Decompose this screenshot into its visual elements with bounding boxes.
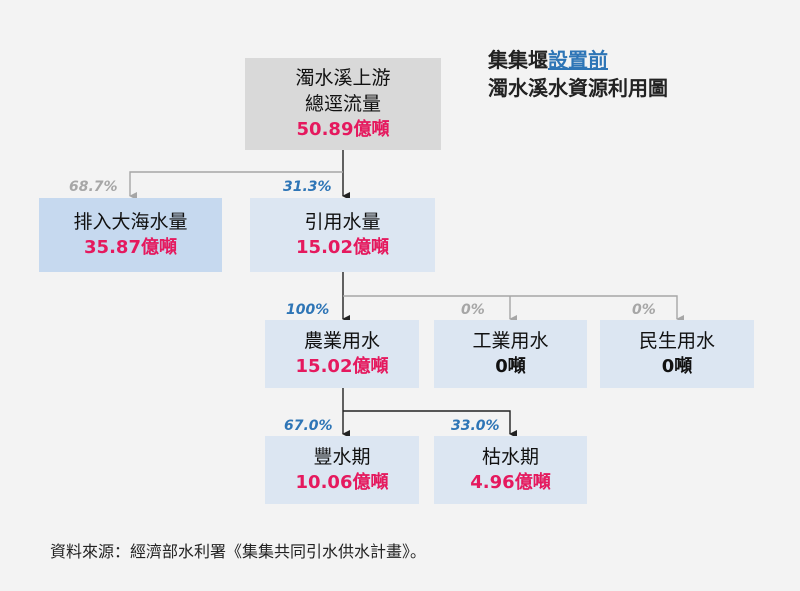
node-industry: 工業用水 0噸	[434, 320, 587, 388]
arrow-root-to-discharge	[129, 171, 343, 200]
intake-name: 引用水量	[304, 211, 381, 233]
agriculture-name: 農業用水	[303, 330, 380, 352]
title-highlight: 設置前	[548, 48, 608, 72]
arrow-intake-to-domestic	[343, 295, 684, 323]
pct-domestic: 0%	[632, 302, 656, 318]
node-domestic: 民生用水 0噸	[600, 320, 754, 388]
title-prefix: 集集堰	[488, 48, 548, 72]
node-dry-season: 枯水期 4.96億噸	[434, 436, 587, 504]
pct-industry: 0%	[461, 302, 485, 318]
dry-season-value: 4.96億噸	[470, 472, 551, 493]
agriculture-value: 15.02億噸	[295, 356, 389, 377]
node-wet-season: 豐水期 10.06億噸	[265, 436, 419, 504]
industry-name: 工業用水	[472, 330, 549, 352]
discharge-name: 排入大海水量	[73, 211, 188, 233]
intake-value: 15.02億噸	[296, 237, 389, 258]
title-line2: 濁水溪水資源利用圖	[488, 76, 668, 100]
industry-value: 0噸	[495, 356, 526, 377]
diagram-title: 集集堰設置前 濁水溪水資源利用圖	[488, 46, 668, 102]
discharge-value: 35.87億噸	[84, 237, 177, 258]
wet-season-name: 豐水期	[313, 446, 371, 468]
root-name-line1: 濁水溪上游	[295, 67, 391, 89]
node-discharge: 排入大海水量 35.87億噸	[39, 198, 222, 272]
node-intake: 引用水量 15.02億噸	[250, 198, 435, 272]
dry-season-name: 枯水期	[481, 446, 539, 468]
pct-dry-season: 33.0%	[451, 418, 500, 434]
domestic-value: 0噸	[661, 356, 693, 377]
domestic-name: 民生用水	[638, 330, 715, 352]
node-root-runoff: 濁水溪上游 總逕流量 50.89億噸	[245, 58, 441, 150]
pct-wet-season: 67.0%	[284, 418, 333, 434]
pct-intake: 31.3%	[283, 179, 332, 195]
pct-agriculture: 100%	[286, 302, 330, 318]
wet-season-value: 10.06億噸	[295, 472, 389, 493]
pct-discharge: 68.7%	[69, 179, 118, 195]
root-name-line2: 總逕流量	[304, 93, 381, 115]
node-agriculture: 農業用水 15.02億噸	[265, 320, 419, 388]
arrow-agri-to-dry	[343, 410, 517, 438]
root-value: 50.89億噸	[296, 119, 390, 140]
source-note: 資料來源：經濟部水利署《集集共同引水供水計畫》。	[50, 542, 427, 561]
